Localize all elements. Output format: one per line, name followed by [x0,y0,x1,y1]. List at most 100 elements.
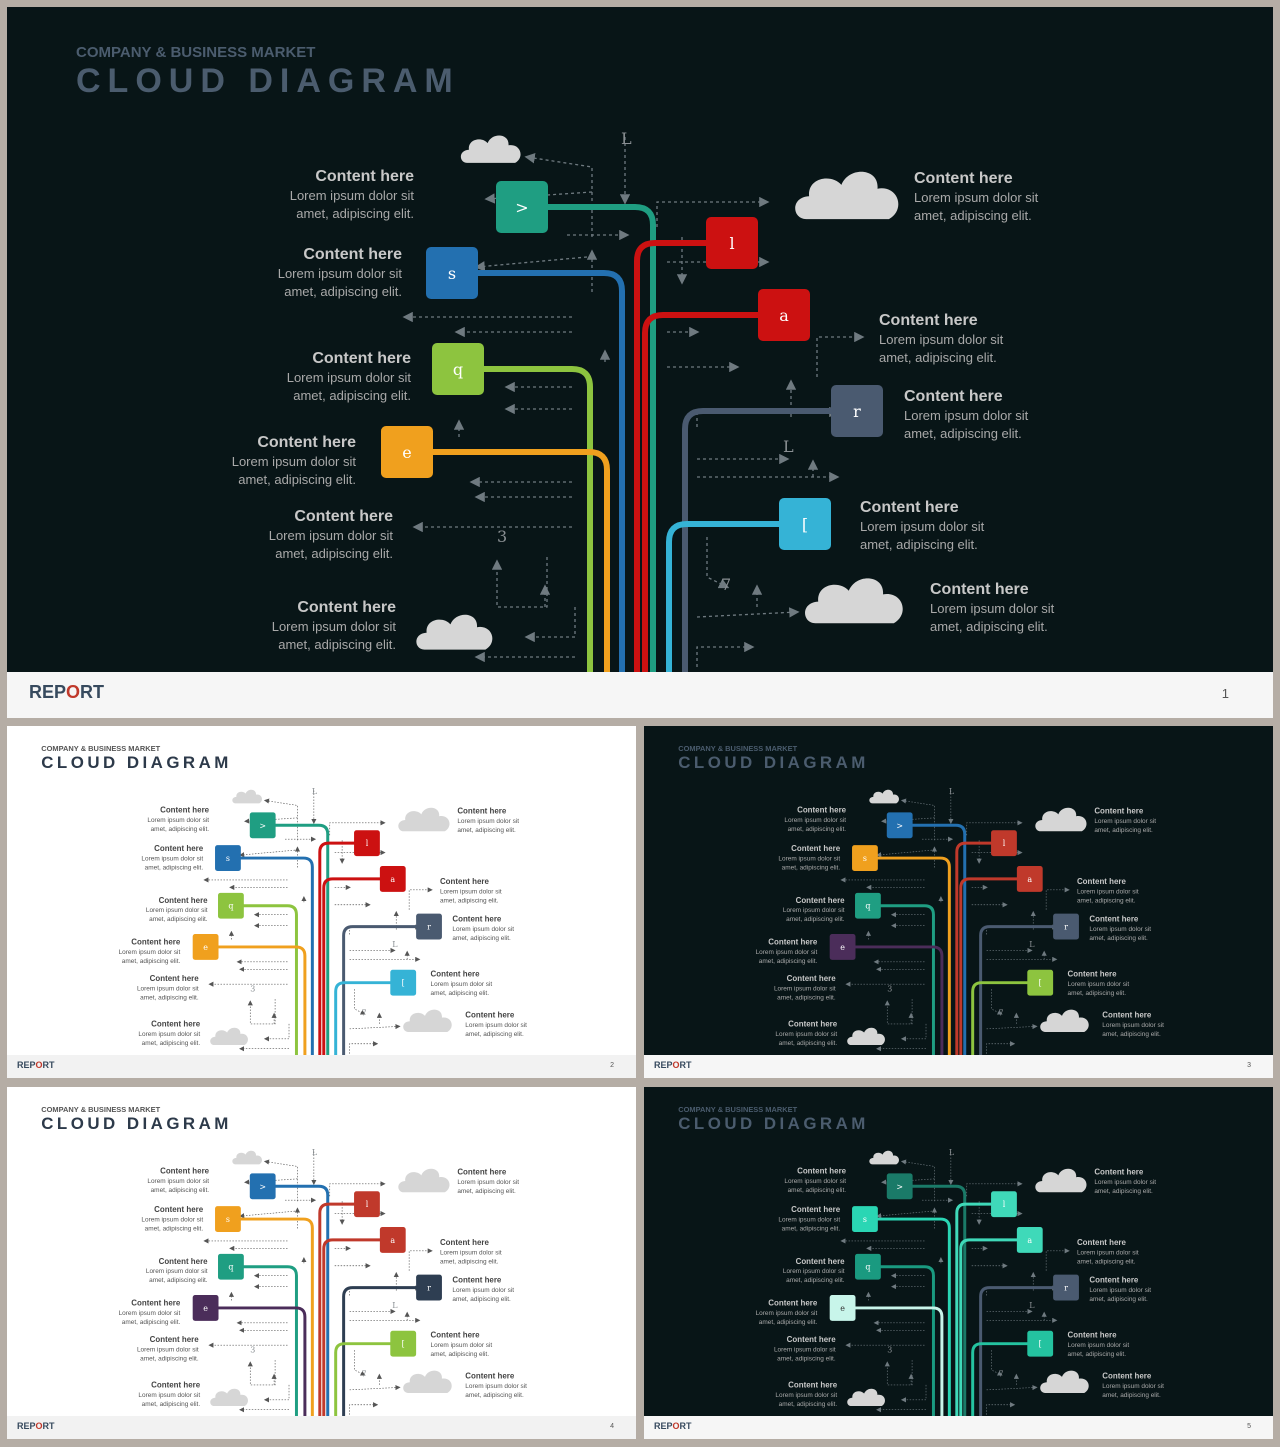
dashed-connector [349,1384,401,1391]
l-glyph-icon: l [354,1191,380,1218]
branch-line [533,204,656,672]
content-heading: Content here [457,1167,507,1177]
content-heading: Content here [430,1331,480,1340]
content-body: Lorem ipsum dolor sit amet, adipiscing e… [147,1176,210,1194]
content-body: Lorem ipsum dolor sit amet, adipiscing e… [145,906,208,923]
content-heading: Content here [294,508,393,525]
l-glyph-icon: l [706,217,758,269]
s-glyph-icon: s [215,845,241,871]
report-logo: REPORT [17,1421,55,1431]
content-body: Lorem ipsum dolor sit amet, adipiscing e… [118,947,181,965]
slide-footer: REPORT 1 [7,672,1273,718]
slide-title: CLOUD DIAGRAM [678,1114,869,1134]
content-heading: Content here [303,246,402,263]
dashed-connector [986,924,1058,935]
content-body: Lorem ipsum dolor sit amet, adipiscing e… [118,1308,181,1326]
branch-line [848,1306,944,1418]
content-heading: Content here [1094,806,1144,816]
l-glyph-icon: l [991,1191,1017,1218]
annotation-mark: L [392,1300,398,1310]
dashed-connector [349,1041,379,1054]
cloud-icon [210,1027,248,1046]
cloud-icon [398,807,450,832]
content-body: Lorem ipsum dolor sit amet, adipiscing e… [136,984,199,1002]
content-body: Lorem ipsum dolor sit amet, adipiscing e… [452,925,515,942]
cloud-icon [1035,1168,1087,1193]
s-glyph-icon: s [852,1206,878,1232]
dashed-connector [991,989,1003,1015]
slide-subtitle: COMPANY & BUSINESS MARKET [678,744,798,753]
annotation-mark: 3 [887,1345,893,1355]
page-number: 4 [610,1423,614,1430]
slide-title: CLOUD DIAGRAM [76,62,460,100]
slide-subtitle: COMPANY & BUSINESS MARKET [678,1105,798,1114]
branch-line [268,1184,330,1418]
dashed-connector [239,849,295,858]
content-body: Lorem ipsum dolor sit amet, adipiscing e… [1067,1341,1130,1358]
e-glyph-icon: e [829,934,856,960]
content-body: Lorem ipsum dolor sit amet, adipiscing e… [145,1267,208,1284]
slide-footer: REPORT 2 [7,1055,636,1078]
content-body: Lorem ipsum dolor sit amet, adipiscing e… [1094,1177,1157,1195]
content-body: Lorem ipsum dolor sit amet, adipiscing e… [231,454,356,487]
report-logo: REPORT [17,1060,55,1070]
cloud-icon [805,578,903,624]
annotation-mark: 7 [361,1369,367,1379]
annotation-mark: L [948,1147,955,1158]
diagram-canvas [203,789,452,1057]
r-glyph-icon: r [1053,913,1079,940]
dashed-connector [986,1402,1016,1415]
content-heading: Content here [154,1205,204,1215]
branch-line [848,945,944,1057]
content-body: Lorem ipsum dolor sit amet, adipiscing e… [271,619,396,652]
cloud-icon [1040,1009,1089,1032]
content-body: Lorem ipsum dolor sit amet, adipiscing e… [784,1176,847,1194]
cloud-icon [403,1009,452,1032]
content-body: Lorem ipsum dolor sit amet, adipiscing e… [277,266,402,299]
s-glyph-icon: s [852,845,878,871]
dashed-connector [986,1384,1038,1391]
annotation-mark: 7 [361,1008,367,1018]
content-body: Lorem ipsum dolor sit amet, adipiscing e… [289,188,414,221]
dashed-connector [986,1285,1058,1296]
cloud-icon [795,171,899,220]
branch-line [682,408,846,672]
content-heading: Content here [791,844,841,854]
annotation-mark: 3 [497,527,508,546]
content-body: Lorem ipsum dolor sit amet, adipiscing e… [755,947,818,965]
dashed-connector [876,1210,932,1219]
annotation-mark: 7 [998,1008,1004,1018]
content-body: Lorem ipsum dolor sit amet, adipiscing e… [268,528,393,561]
dashed-connector [986,1023,1038,1030]
cloud-icon [232,789,262,804]
e-glyph-icon: e [192,1295,219,1321]
content-heading: Content here [154,844,204,854]
dashed-connector [524,607,576,643]
cloud-icon [1040,1370,1089,1393]
e-glyph-icon: e [829,1295,856,1321]
